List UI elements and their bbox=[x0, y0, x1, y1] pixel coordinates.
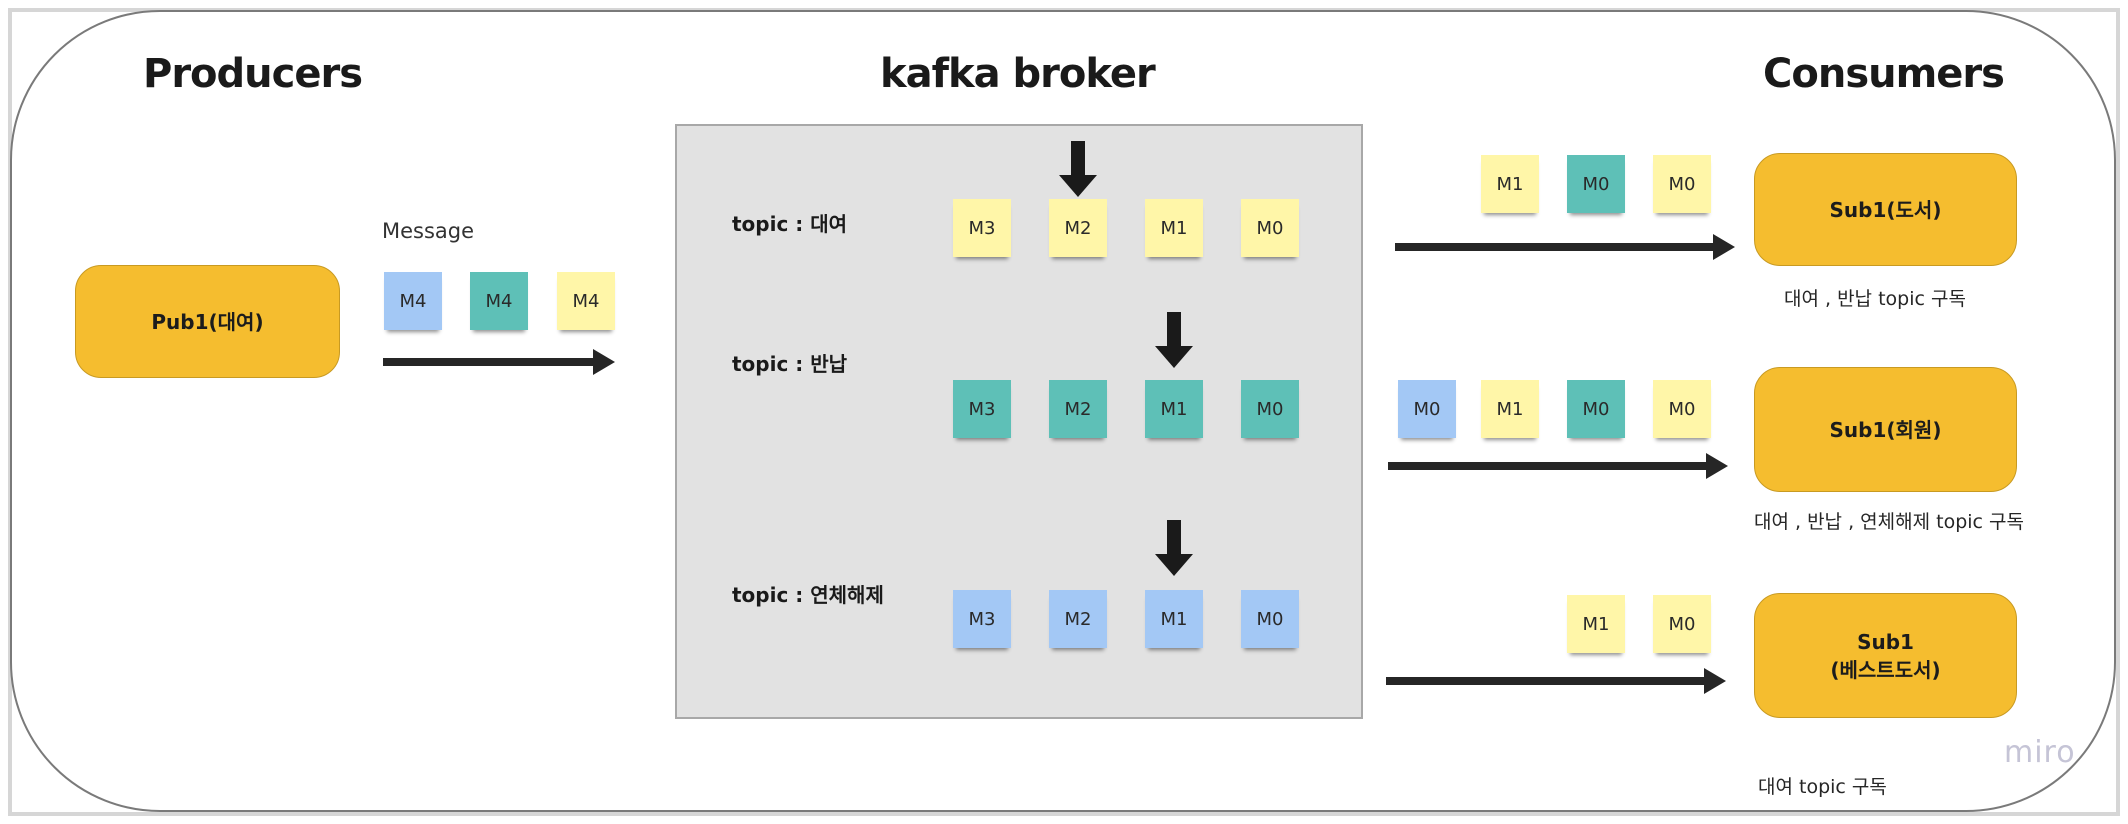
consumer-message-sticky[interactable]: M0 bbox=[1653, 155, 1711, 213]
topic-message-sticky[interactable]: M0 bbox=[1241, 590, 1299, 648]
offset-pointer-arrow-icon bbox=[1155, 312, 1193, 368]
consumer-subscription-caption: 대여 topic 구독 bbox=[1758, 776, 1887, 798]
consumer-message-sticky[interactable]: M1 bbox=[1567, 595, 1625, 653]
topic-message-sticky[interactable]: M3 bbox=[953, 380, 1011, 438]
consumer-subscription-caption: 대여 , 반납 , 연체해제 topic 구독 bbox=[1754, 511, 2024, 533]
consumer-message-sticky[interactable]: M1 bbox=[1481, 380, 1539, 438]
producer-message-sticky[interactable]: M4 bbox=[384, 272, 442, 330]
consumer-message-sticky[interactable]: M0 bbox=[1398, 380, 1456, 438]
topic-label-overdue-release: topic : 연체해제 bbox=[732, 583, 884, 607]
topic-message-sticky[interactable]: M1 bbox=[1145, 380, 1203, 438]
broker-to-consumer-arrow bbox=[1388, 453, 1728, 479]
topic-message-sticky[interactable]: M2 bbox=[1049, 380, 1107, 438]
consumers-heading: Consumers bbox=[1763, 51, 2005, 97]
topic-message-sticky[interactable]: M2 bbox=[1049, 199, 1107, 257]
producer-message-sticky[interactable]: M4 bbox=[557, 272, 615, 330]
consumer-name-sub: (베스트도서) bbox=[1830, 657, 1941, 682]
message-label: Message bbox=[382, 219, 475, 243]
miro-watermark-logo: miro bbox=[2004, 735, 2076, 770]
topic-label-rental: topic : 대여 bbox=[732, 212, 848, 236]
producer-node[interactable]: Pub1(대여) bbox=[75, 265, 340, 378]
broker-to-consumer-arrow bbox=[1386, 668, 1726, 694]
consumer-node-books[interactable]: Sub1(도서) bbox=[1754, 153, 2017, 266]
consumer-message-sticky[interactable]: M0 bbox=[1567, 155, 1625, 213]
offset-pointer-arrow-icon bbox=[1059, 141, 1097, 197]
topic-message-sticky[interactable]: M0 bbox=[1241, 199, 1299, 257]
topic-message-sticky[interactable]: M3 bbox=[953, 590, 1011, 648]
consumer-node-members[interactable]: Sub1(회원) bbox=[1754, 367, 2017, 492]
consumer-node-bestseller[interactable]: Sub1 (베스트도서) bbox=[1754, 593, 2017, 718]
offset-pointer-arrow-icon bbox=[1155, 520, 1193, 576]
consumer-subscription-caption: 대여 , 반납 topic 구독 bbox=[1784, 288, 1966, 310]
topic-message-sticky[interactable]: M1 bbox=[1145, 199, 1203, 257]
broker-to-consumer-arrow bbox=[1395, 234, 1735, 260]
rounded-container bbox=[10, 10, 2116, 812]
consumer-message-sticky[interactable]: M1 bbox=[1481, 155, 1539, 213]
topic-message-sticky[interactable]: M2 bbox=[1049, 590, 1107, 648]
consumer-name: Sub1(회원) bbox=[1829, 417, 1942, 442]
topic-message-sticky[interactable]: M3 bbox=[953, 199, 1011, 257]
producer-name: Pub1(대여) bbox=[151, 309, 264, 334]
consumer-message-sticky[interactable]: M0 bbox=[1653, 595, 1711, 653]
topic-message-sticky[interactable]: M0 bbox=[1241, 380, 1299, 438]
consumer-message-sticky[interactable]: M0 bbox=[1567, 380, 1625, 438]
consumer-name: Sub1(도서) bbox=[1829, 197, 1942, 222]
consumer-name: Sub1 bbox=[1857, 629, 1914, 654]
topic-label-return: topic : 반납 bbox=[732, 352, 848, 376]
topic-message-sticky[interactable]: M1 bbox=[1145, 590, 1203, 648]
producers-heading: Producers bbox=[143, 51, 363, 97]
producer-message-sticky[interactable]: M4 bbox=[470, 272, 528, 330]
broker-heading: kafka broker bbox=[880, 51, 1156, 97]
consumer-message-sticky[interactable]: M0 bbox=[1653, 380, 1711, 438]
producer-to-broker-arrow bbox=[383, 349, 615, 375]
